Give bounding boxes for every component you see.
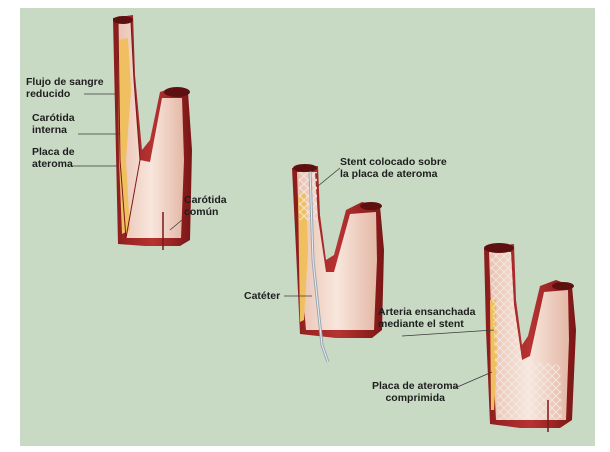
label-catheter: Catéter <box>244 290 280 302</box>
label-stent-placed: Stent colocado sobre la placa de ateroma <box>340 156 447 180</box>
label-internal-carotid: Carótida interna <box>32 112 75 136</box>
label-line: interna <box>32 124 75 136</box>
label-line: la placa de ateroma <box>340 168 447 180</box>
label-line: Placa de <box>32 146 75 158</box>
artery-widened <box>484 243 576 432</box>
label-line: ateroma <box>32 158 75 170</box>
label-line: Placa de ateroma <box>372 380 458 392</box>
label-line: Arteria ensanchada <box>378 306 475 318</box>
label-line: Flujo de sangre <box>26 76 104 88</box>
label-line: reducido <box>26 88 104 100</box>
label-reduced-flow: Flujo de sangre reducido <box>26 76 104 100</box>
label-line: Stent colocado sobre <box>340 156 447 168</box>
label-plaque: Placa de ateroma <box>32 146 75 170</box>
artery-with-stent <box>292 164 384 362</box>
label-compressed-plaque: Placa de ateroma comprimida <box>372 380 458 404</box>
label-widened-artery: Arteria ensanchada mediante el stent <box>378 306 475 330</box>
label-line: Carótida <box>32 112 75 124</box>
label-line: Catéter <box>244 290 280 302</box>
label-line: mediante el stent <box>378 318 475 330</box>
label-line: comprimida <box>372 392 458 404</box>
stent-mesh <box>299 172 317 220</box>
label-line: Carótida <box>184 194 227 206</box>
artery-narrowed <box>113 15 192 250</box>
label-common-carotid: Carótida común <box>184 194 227 218</box>
label-line: común <box>184 206 227 218</box>
